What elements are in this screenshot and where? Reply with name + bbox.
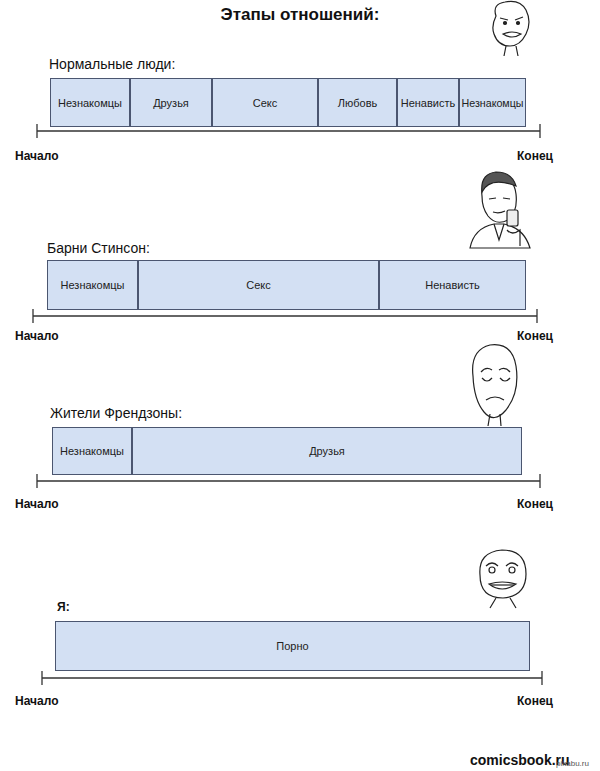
stage-segment: Незнакомцы bbox=[459, 78, 526, 127]
stage-name: Друзья bbox=[153, 97, 189, 109]
axis-label: Конец bbox=[517, 149, 553, 163]
stage-name: Любовь bbox=[338, 97, 377, 109]
man-with-glass bbox=[470, 172, 530, 248]
stage-name: Ненависть bbox=[425, 279, 480, 291]
axis-label: Начало bbox=[15, 694, 58, 708]
stage-segment: Порно bbox=[55, 621, 530, 671]
stage-name: Незнакомцы bbox=[61, 279, 125, 291]
forever-alone-face bbox=[480, 550, 526, 608]
stage-name: Ненависть bbox=[401, 97, 456, 109]
watermark: pikabu.ru bbox=[556, 759, 589, 768]
stage-segment: Друзья bbox=[132, 427, 522, 475]
axis-label: Начало bbox=[15, 497, 58, 511]
stage-segment: Секс bbox=[138, 260, 379, 310]
stage-segment: Ненависть bbox=[379, 260, 526, 310]
axis-label: Конец bbox=[517, 694, 553, 708]
axis-label: Конец bbox=[517, 329, 553, 343]
stage-segment: Ненависть bbox=[397, 78, 459, 127]
section-label: Я: bbox=[57, 600, 70, 614]
section-label: Барни Стинсон: bbox=[47, 240, 150, 256]
stage-segment: Друзья bbox=[130, 78, 212, 127]
section-label: Жители Френдзоны: bbox=[50, 405, 182, 421]
stage-segment: Незнакомцы bbox=[52, 427, 132, 475]
axis-label: Начало bbox=[15, 149, 58, 163]
stage-name: Друзья bbox=[309, 445, 345, 457]
stage-segment: Любовь bbox=[318, 78, 397, 127]
rage-face bbox=[493, 1, 529, 56]
stage-name: Секс bbox=[253, 97, 278, 109]
section-label: Нормальные люди: bbox=[49, 56, 175, 72]
stage-name: Порно bbox=[276, 640, 308, 652]
stage-name: Секс bbox=[246, 279, 271, 291]
stage-name: Незнакомцы bbox=[58, 97, 122, 109]
axis-label: Начало bbox=[15, 329, 58, 343]
stage-name: Незнакомцы bbox=[461, 97, 523, 109]
watermark: comicsbook.ru bbox=[470, 752, 570, 768]
okay-face bbox=[473, 345, 517, 426]
stage-segment: Незнакомцы bbox=[50, 78, 130, 127]
diagram-title: Этапы отношений: bbox=[0, 5, 600, 25]
stage-segment: Секс bbox=[212, 78, 318, 127]
axis-label: Конец bbox=[517, 497, 553, 511]
stage-segment: Незнакомцы bbox=[47, 260, 138, 310]
stage-name: Незнакомцы bbox=[60, 445, 124, 457]
